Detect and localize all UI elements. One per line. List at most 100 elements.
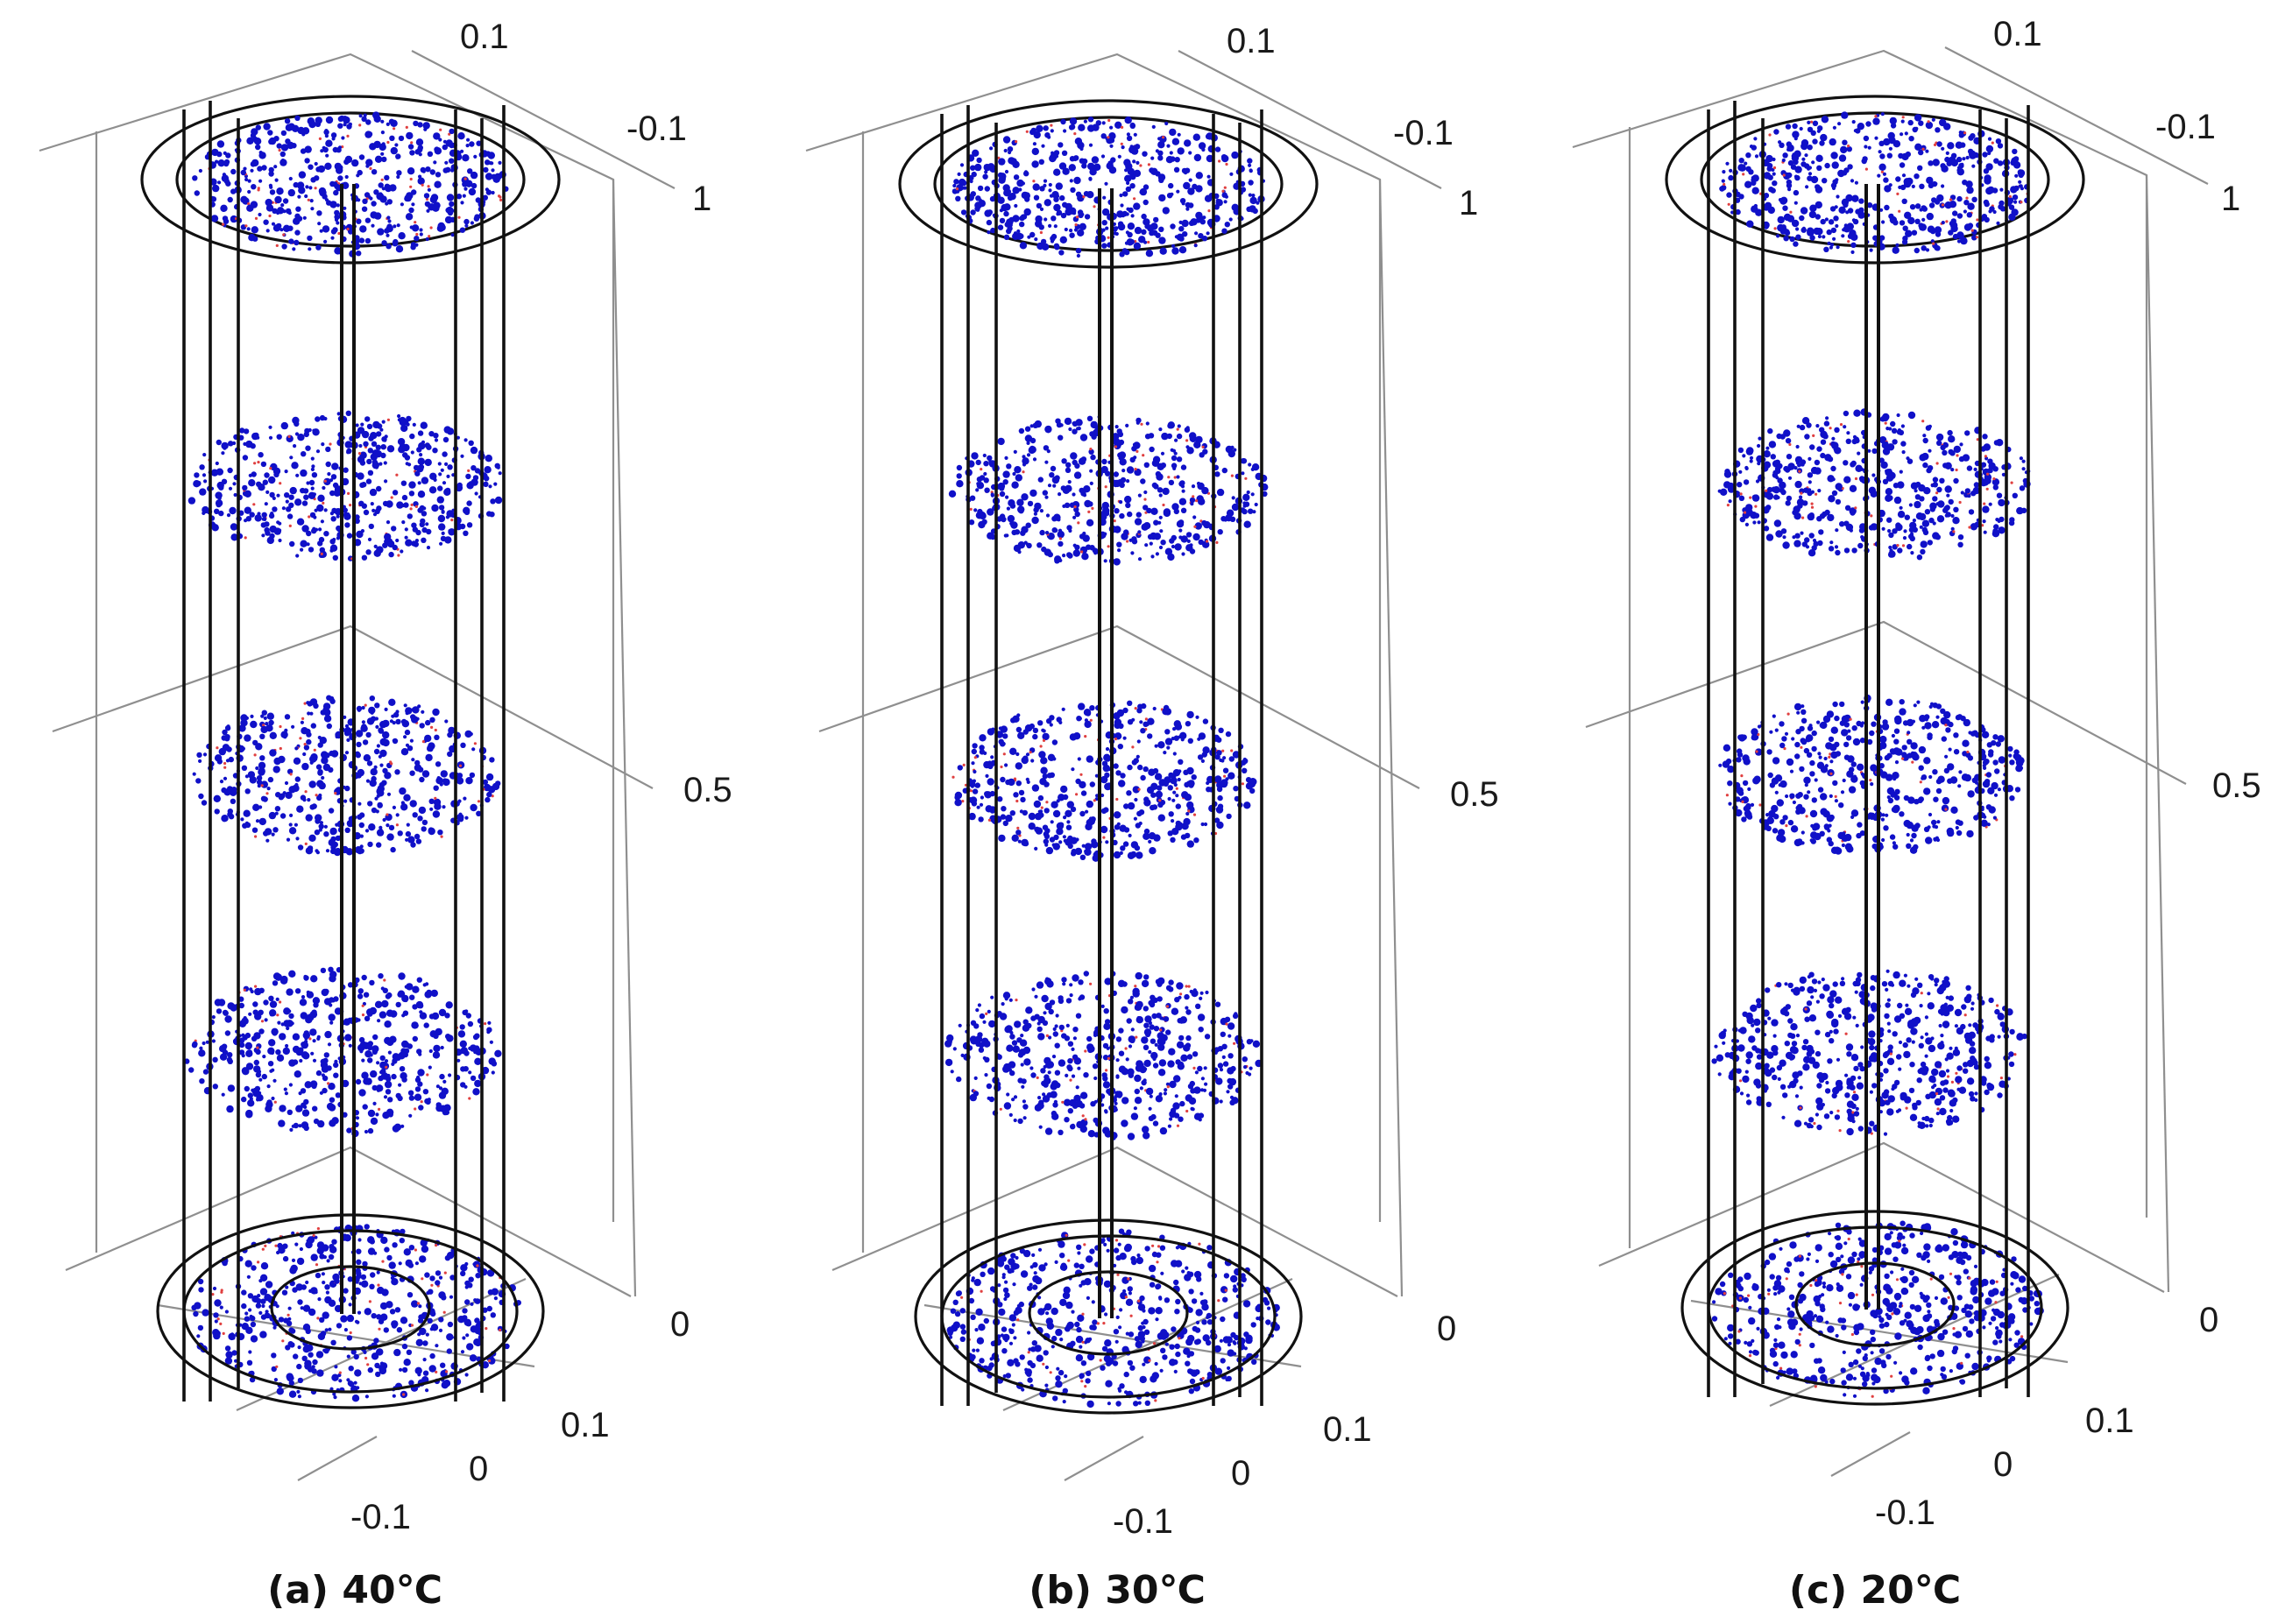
particle bbox=[1042, 1362, 1045, 1366]
particle bbox=[315, 814, 322, 822]
particle bbox=[361, 1071, 369, 1079]
particle bbox=[1243, 520, 1251, 528]
particle bbox=[258, 1028, 265, 1034]
particle bbox=[338, 1371, 342, 1374]
particle bbox=[1215, 540, 1219, 545]
particle bbox=[1167, 796, 1171, 801]
particle bbox=[1118, 780, 1126, 787]
particle bbox=[402, 1010, 409, 1016]
particle bbox=[1188, 202, 1194, 208]
particle bbox=[961, 180, 967, 187]
particle bbox=[438, 1328, 443, 1332]
particle bbox=[380, 131, 385, 135]
particle bbox=[1077, 427, 1081, 431]
particle bbox=[415, 232, 419, 237]
particle bbox=[1222, 1296, 1228, 1303]
particle bbox=[421, 826, 427, 832]
particle bbox=[1169, 151, 1173, 155]
particle bbox=[1104, 485, 1107, 489]
particle bbox=[319, 1091, 323, 1095]
particle bbox=[969, 179, 973, 184]
particle bbox=[442, 778, 448, 784]
particle bbox=[1139, 720, 1143, 724]
particle bbox=[248, 479, 256, 487]
particle bbox=[258, 805, 263, 809]
particle bbox=[258, 817, 266, 826]
particle bbox=[1029, 231, 1036, 238]
particle bbox=[1223, 774, 1227, 778]
particle bbox=[313, 748, 316, 752]
particle bbox=[294, 115, 301, 121]
particle bbox=[1204, 1034, 1211, 1040]
particle bbox=[288, 494, 294, 500]
particle bbox=[345, 410, 351, 416]
particle bbox=[429, 169, 435, 175]
particle bbox=[222, 1009, 229, 1016]
particle bbox=[294, 498, 302, 506]
particle bbox=[288, 176, 293, 181]
particle bbox=[252, 1001, 258, 1007]
particle bbox=[300, 1306, 304, 1310]
particle bbox=[328, 808, 335, 814]
particle bbox=[1142, 1362, 1146, 1366]
particle bbox=[421, 477, 429, 484]
particle bbox=[356, 705, 363, 712]
particle bbox=[1220, 1031, 1227, 1038]
particle bbox=[391, 1320, 399, 1328]
particle bbox=[244, 1311, 249, 1316]
particle bbox=[397, 830, 403, 837]
particle bbox=[1176, 189, 1180, 194]
particle bbox=[387, 219, 392, 223]
particle bbox=[392, 1125, 400, 1133]
particle bbox=[301, 762, 309, 771]
particle bbox=[1079, 773, 1083, 776]
particle bbox=[1074, 847, 1083, 856]
particle bbox=[388, 538, 393, 543]
particle bbox=[238, 1049, 245, 1056]
particle bbox=[459, 227, 466, 233]
particle bbox=[1143, 490, 1148, 495]
particle bbox=[244, 490, 251, 498]
particle bbox=[378, 973, 384, 979]
particle bbox=[1114, 121, 1122, 129]
particle bbox=[260, 1262, 269, 1270]
particle bbox=[371, 1084, 378, 1091]
particle bbox=[380, 986, 385, 991]
particle bbox=[297, 1299, 303, 1305]
particle bbox=[300, 540, 308, 547]
particle bbox=[1187, 985, 1191, 988]
particle bbox=[417, 457, 425, 465]
particle bbox=[228, 756, 234, 763]
particle bbox=[1177, 777, 1181, 782]
particle bbox=[1062, 1400, 1066, 1404]
particle bbox=[329, 1246, 337, 1253]
particle bbox=[1041, 728, 1045, 732]
particle bbox=[417, 1317, 424, 1324]
particle bbox=[1127, 700, 1133, 706]
particle bbox=[321, 1073, 325, 1077]
particle bbox=[1014, 203, 1018, 208]
particle bbox=[469, 1354, 478, 1362]
particle bbox=[359, 1041, 368, 1049]
particle bbox=[491, 1288, 499, 1296]
particle bbox=[1134, 518, 1143, 526]
particle bbox=[291, 724, 295, 729]
particle bbox=[247, 189, 251, 194]
particle bbox=[1171, 798, 1176, 802]
particle bbox=[485, 796, 491, 803]
particle bbox=[1137, 557, 1143, 561]
particle bbox=[1065, 467, 1072, 473]
particle bbox=[1152, 1120, 1159, 1126]
particle bbox=[261, 1073, 267, 1080]
particle bbox=[335, 835, 342, 842]
particle bbox=[1128, 207, 1134, 214]
particle bbox=[273, 1100, 277, 1104]
particle bbox=[1043, 125, 1049, 131]
particle bbox=[366, 760, 373, 766]
particle bbox=[983, 1317, 990, 1324]
particle bbox=[396, 170, 402, 176]
particle bbox=[1061, 458, 1067, 464]
particle bbox=[1178, 519, 1185, 526]
particle bbox=[256, 1046, 259, 1049]
particle bbox=[379, 763, 384, 767]
